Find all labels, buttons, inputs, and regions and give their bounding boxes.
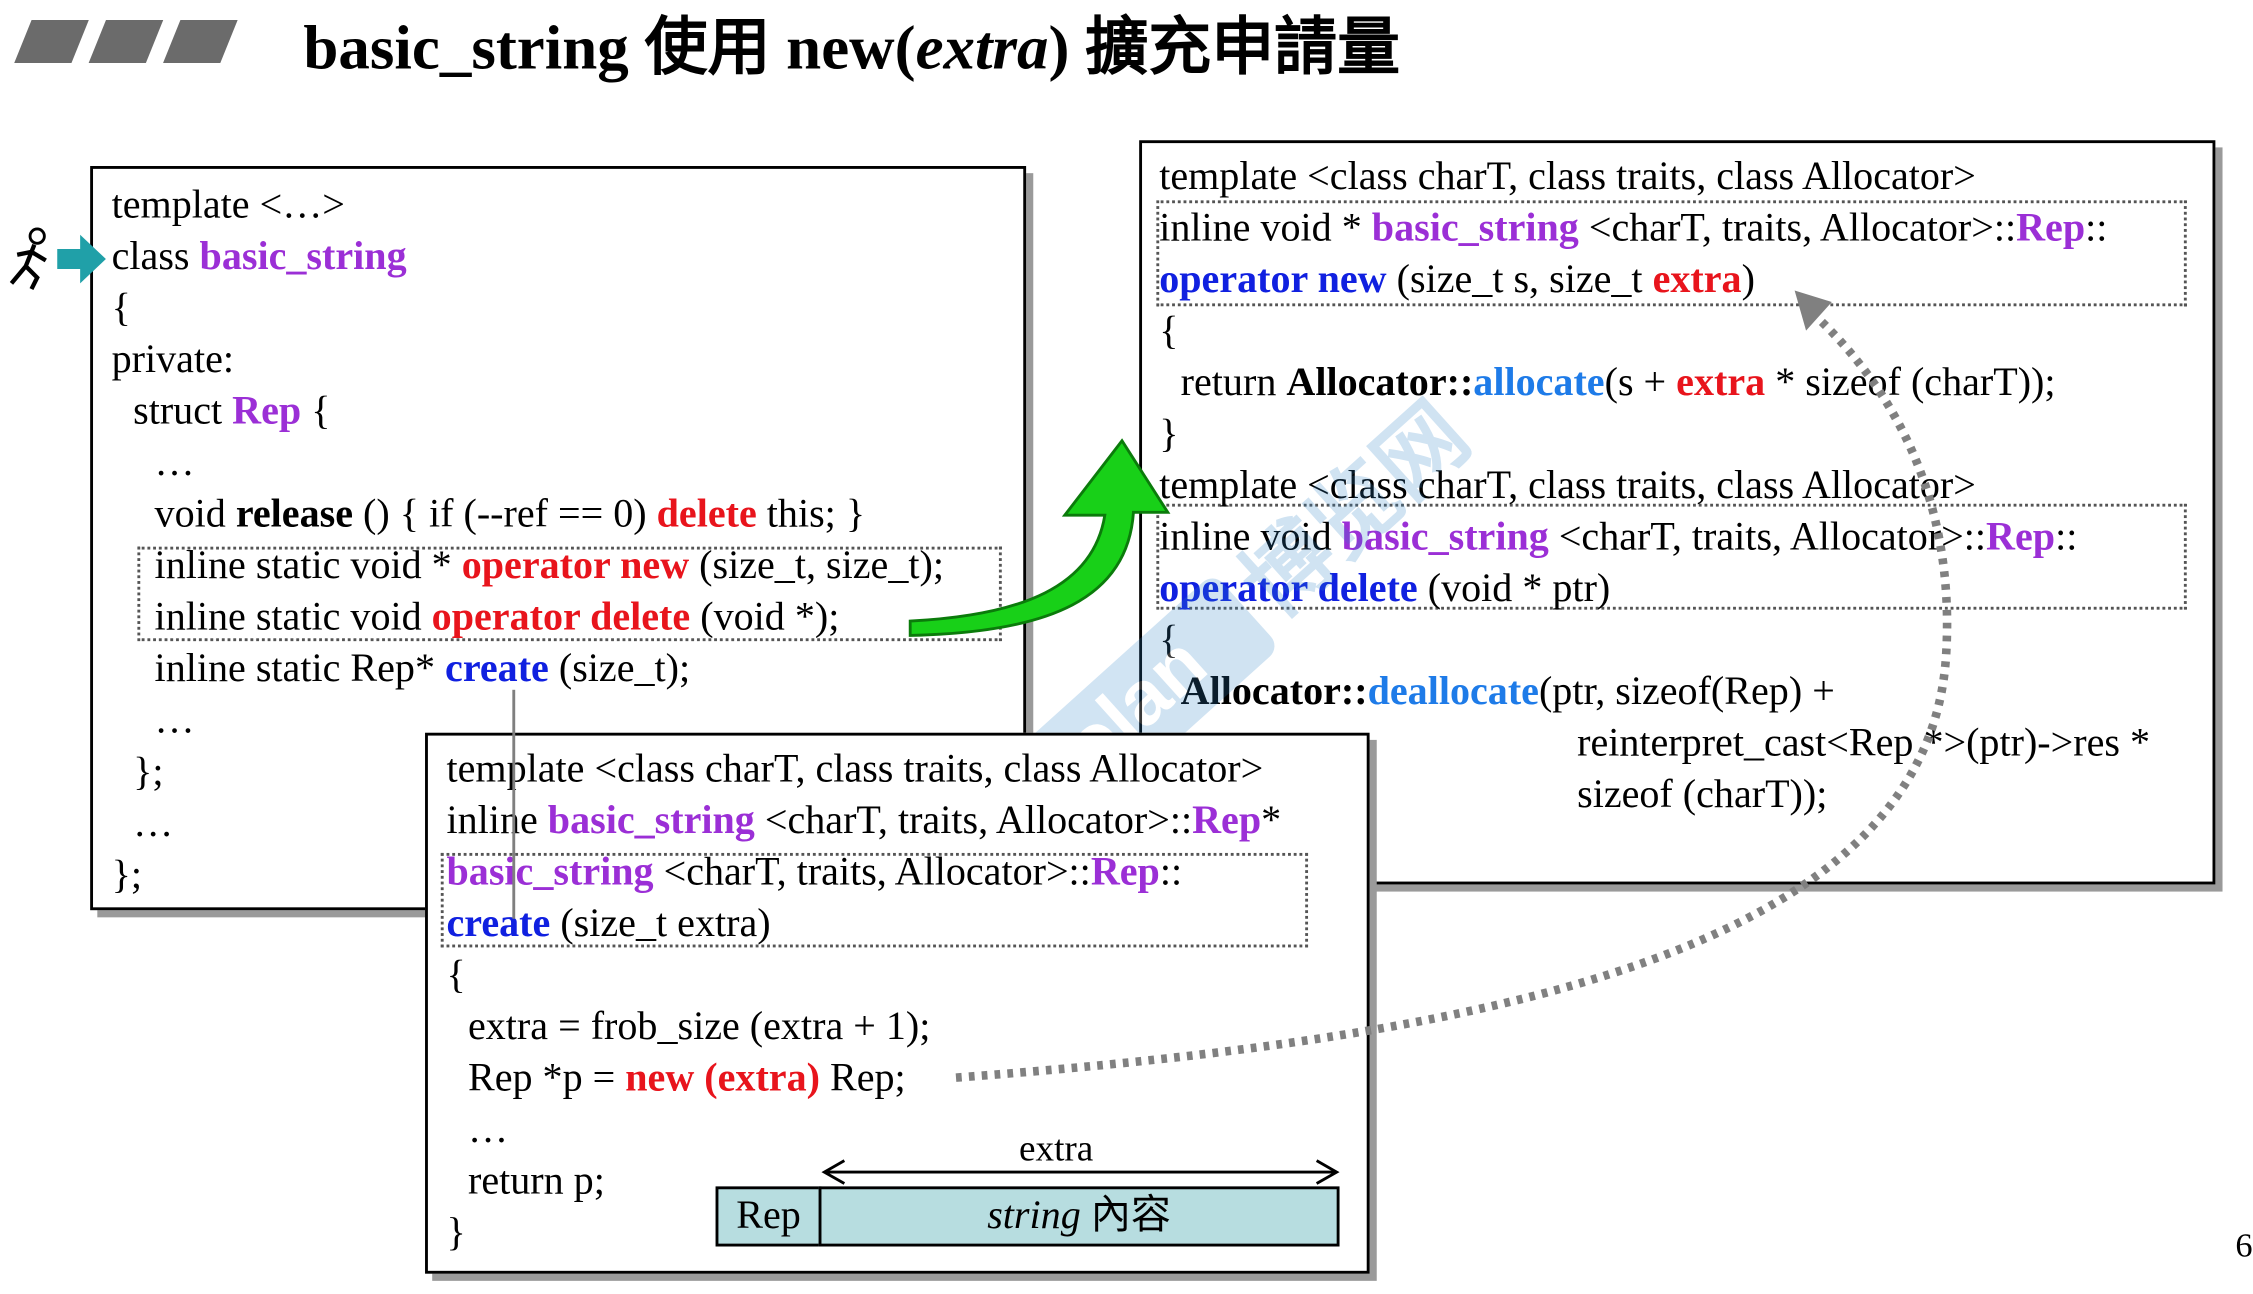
create-signature-highlight [440,852,1309,948]
dotted-curved-arrow [955,290,1952,1082]
code-line: inline void * basic_string <charT, trait… [1159,206,2108,251]
code-line: template <…> [111,183,345,228]
code-line: { [1159,615,1178,667]
code-line: operator delete (void * ptr) [1159,566,1611,612]
code-line: } [1159,412,1179,457]
string-content-cell: string 內容 [818,1186,1340,1247]
code-line: template <class charT, class traits, cla… [446,747,1264,792]
code-line: inline void basic_string <charT, traits,… [1159,515,2078,560]
code-line: } [446,1210,466,1256]
code-line: … [133,801,174,846]
code-line: { [1159,309,1179,354]
title-bar-3 [163,20,238,63]
code-line: }; [133,749,164,795]
page-number: 6 [2235,1227,2253,1266]
code-line: create (size_t extra) [446,901,771,946]
code-line: return Allocator::allocate(s + extra * s… [1180,360,2056,406]
extra-span-arrow [821,1159,1340,1185]
code-line: inline basic_string <charT, traits, Allo… [446,798,1282,843]
code-line: sizeof (charT)); [1577,772,1828,818]
code-line: operator new (size_t s, size_t extra) [1159,257,1755,302]
code-line: { [446,953,466,998]
code-line: Allocator::deallocate(ptr, sizeof(Rep) + [1180,669,1835,715]
code-line: … [154,440,195,486]
code-line: { [111,286,131,331]
running-person-icon [9,227,47,291]
code-line: … [467,1107,509,1153]
title-suffix: ) 擴充申請量 [1048,12,1401,84]
operator-delete-highlight [1156,503,2187,610]
code-line: void release () { if (--ref == 0) delete… [154,492,866,537]
slide-title: basic_string 使用 new(extra) 擴充申請量 [303,9,1400,89]
code-line: return p; [467,1159,605,1204]
code-line: inline static void * operator new (size_… [154,543,944,589]
operator-decl-highlight [137,546,1002,642]
code-line: … [154,698,195,743]
code-line: reinterpret_cast<Rep *>(ptr)->res * [1577,721,2151,766]
code-line: extra = frob_size (extra + 1); [467,1004,931,1050]
teal-arrow-icon [57,234,106,284]
code-line: basic_string <charT, traits, Allocator>:… [446,850,1183,895]
create-definition-box [425,732,1370,1274]
code-line: Rep *p = new (extra) Rep; [467,1056,906,1101]
title-bar-2 [88,20,164,63]
code-line: template <class charT, class traits, cla… [1159,463,1976,509]
code-line: private: [111,337,235,383]
connector-line [512,689,516,919]
rep-cell: Rep [715,1186,822,1247]
code-line: struct Rep { [133,389,331,434]
title-italic: extra [915,12,1049,84]
code-line: class basic_string [111,234,407,280]
code-line: inline static void operator delete (void… [154,595,840,640]
code-line: }; [111,852,142,898]
code-line: inline static Rep* create (size_t); [154,646,691,692]
title-prefix: basic_string 使用 new( [303,12,916,84]
code-line: template <class charT, class traits, cla… [1159,154,1976,199]
operator-new-highlight [1156,200,2187,307]
extra-label: extra [1018,1127,1094,1170]
green-curved-arrow [908,438,1171,637]
title-bar-1 [14,20,89,63]
